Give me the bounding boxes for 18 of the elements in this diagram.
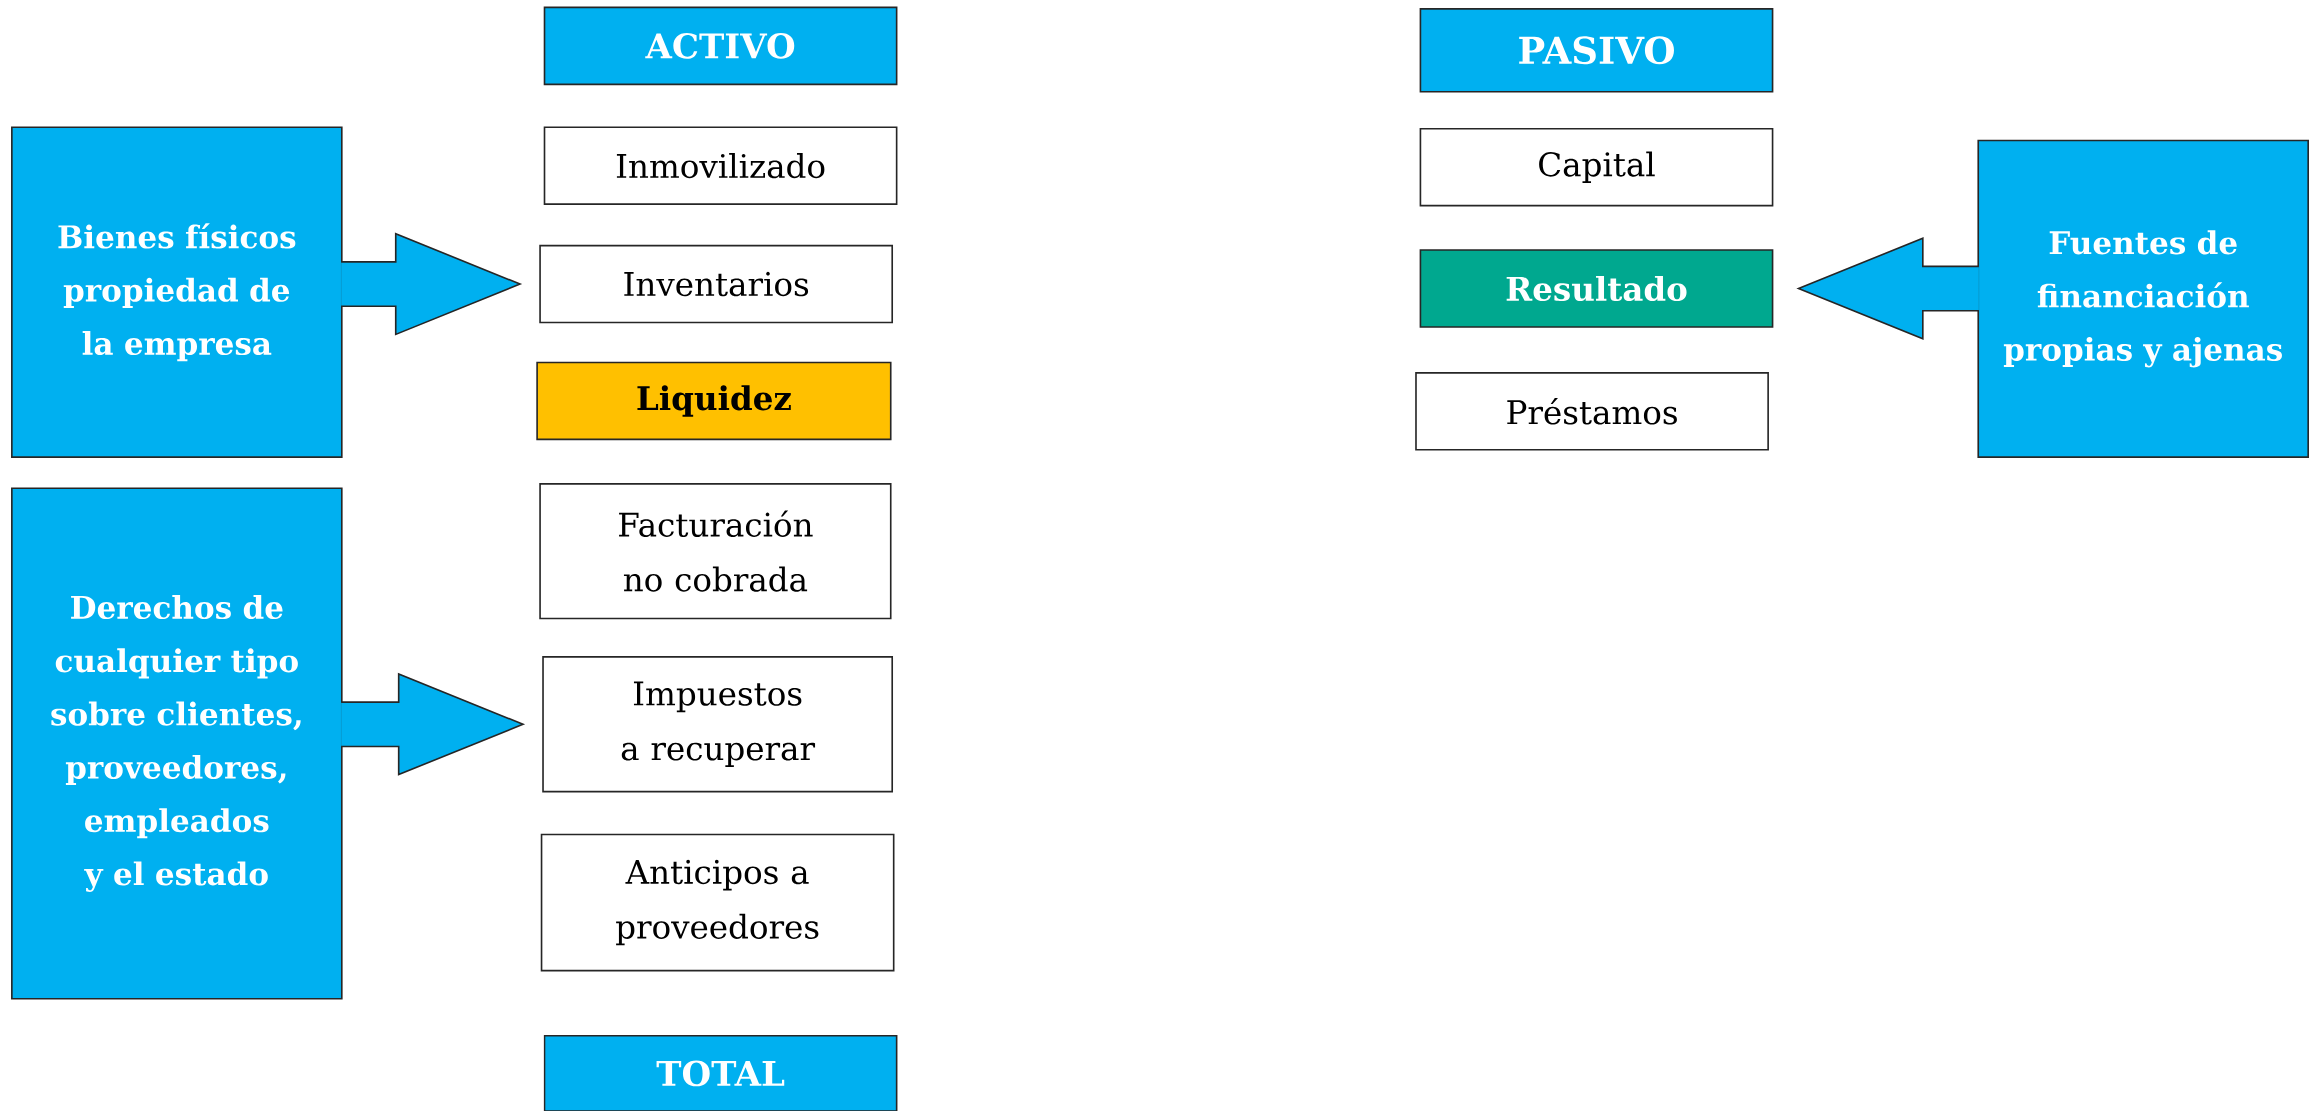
heading-box: TOTAL [543, 1034, 898, 1111]
callout-box: Fuentes de financiación propias y ajenas [1977, 139, 2309, 458]
account-box: Capital [1419, 127, 1774, 207]
account-box: Resultado [1419, 249, 1774, 328]
heading-box: ACTIVO [543, 6, 898, 86]
callout-box: Derechos de cualquier tipo sobre clientes, proveedores, empleados y el estado [11, 487, 343, 1000]
account-box: Inmovilizado [543, 126, 898, 205]
heading-box: PASIVO [1419, 7, 1774, 93]
block-arrow [340, 672, 526, 776]
account-box: Préstamos [1415, 371, 1769, 451]
account-box: Impuestos a recuperar [542, 656, 894, 793]
block-arrow [340, 232, 523, 336]
account-box: Liquidez [536, 361, 892, 441]
callout-box: Bienes físicos propiedad de la empresa [11, 126, 343, 458]
account-box: Inventarios [539, 244, 894, 324]
block-arrow [1796, 236, 1980, 340]
account-box: Facturación no cobrada [539, 482, 892, 620]
account-box: Anticipos a proveedores [540, 833, 895, 972]
